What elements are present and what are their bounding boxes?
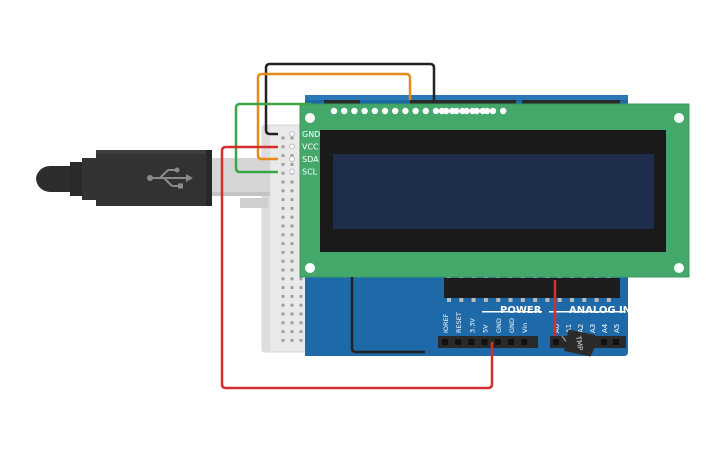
lcd-pin-vcc[interactable]: [289, 143, 295, 150]
lcd-pin-label: SDA: [302, 155, 319, 164]
power-pin-label: GND: [508, 318, 516, 333]
lcd-pin-scl[interactable]: [289, 168, 295, 175]
analog-pin-label: A5: [613, 324, 621, 333]
lcd-pin-gnd[interactable]: [289, 131, 295, 137]
analog-pin-label: A4: [601, 323, 609, 333]
power-pin-label: RESET: [455, 312, 463, 333]
lcd-pin-sda[interactable]: [289, 156, 295, 162]
power-pin-label: GND: [495, 318, 503, 333]
lcd-pin-labels: GND VCC SDA SCL: [302, 130, 320, 177]
analog-header-title: ANALOG IN: [569, 305, 631, 316]
analog-pin-label: A3: [589, 324, 597, 333]
analog-pin-label: A1: [565, 324, 573, 333]
power-pin-label: 3.3V: [468, 318, 476, 333]
power-pin-label: IOREF: [442, 313, 450, 333]
temperature-sensor-icon[interactable]: TMP: [561, 329, 597, 357]
lcd-module[interactable]: [299, 103, 690, 278]
power-header-title: POWER: [500, 305, 542, 316]
wire-black-bottom[interactable]: [350, 277, 425, 354]
lcd-pin-holes: [330, 107, 507, 115]
lcd-i2c-pins[interactable]: [289, 131, 295, 175]
wire-red-left[interactable]: [220, 145, 494, 390]
power-pin-labels: IOREF RESET 3.3V 5V GND GND Vin: [442, 312, 529, 333]
wire-orange[interactable]: [256, 72, 412, 161]
lcd-pin-label: GND: [302, 130, 320, 139]
wire-green[interactable]: [234, 102, 312, 174]
lcd-pin-label: VCC: [302, 143, 319, 152]
usb-symbol-icon: [147, 167, 193, 189]
microcontroller-chip: [444, 274, 620, 302]
lcd-pin-label: SCL: [302, 168, 318, 177]
lcd-screen: [333, 154, 654, 229]
power-header[interactable]: [438, 336, 538, 348]
analog-pin-labels: A0 A1 A2 A3 A4 A5: [553, 323, 621, 333]
usb-cable-icon[interactable]: [36, 150, 270, 208]
analog-pin-label: A2: [577, 324, 585, 333]
power-pin-label: 5V: [482, 324, 490, 333]
sensor-label: TMP: [574, 334, 584, 351]
analog-pin-label: A0: [553, 324, 561, 333]
power-pin-label: Vin: [521, 323, 529, 333]
wire-black-top[interactable]: [264, 62, 436, 136]
